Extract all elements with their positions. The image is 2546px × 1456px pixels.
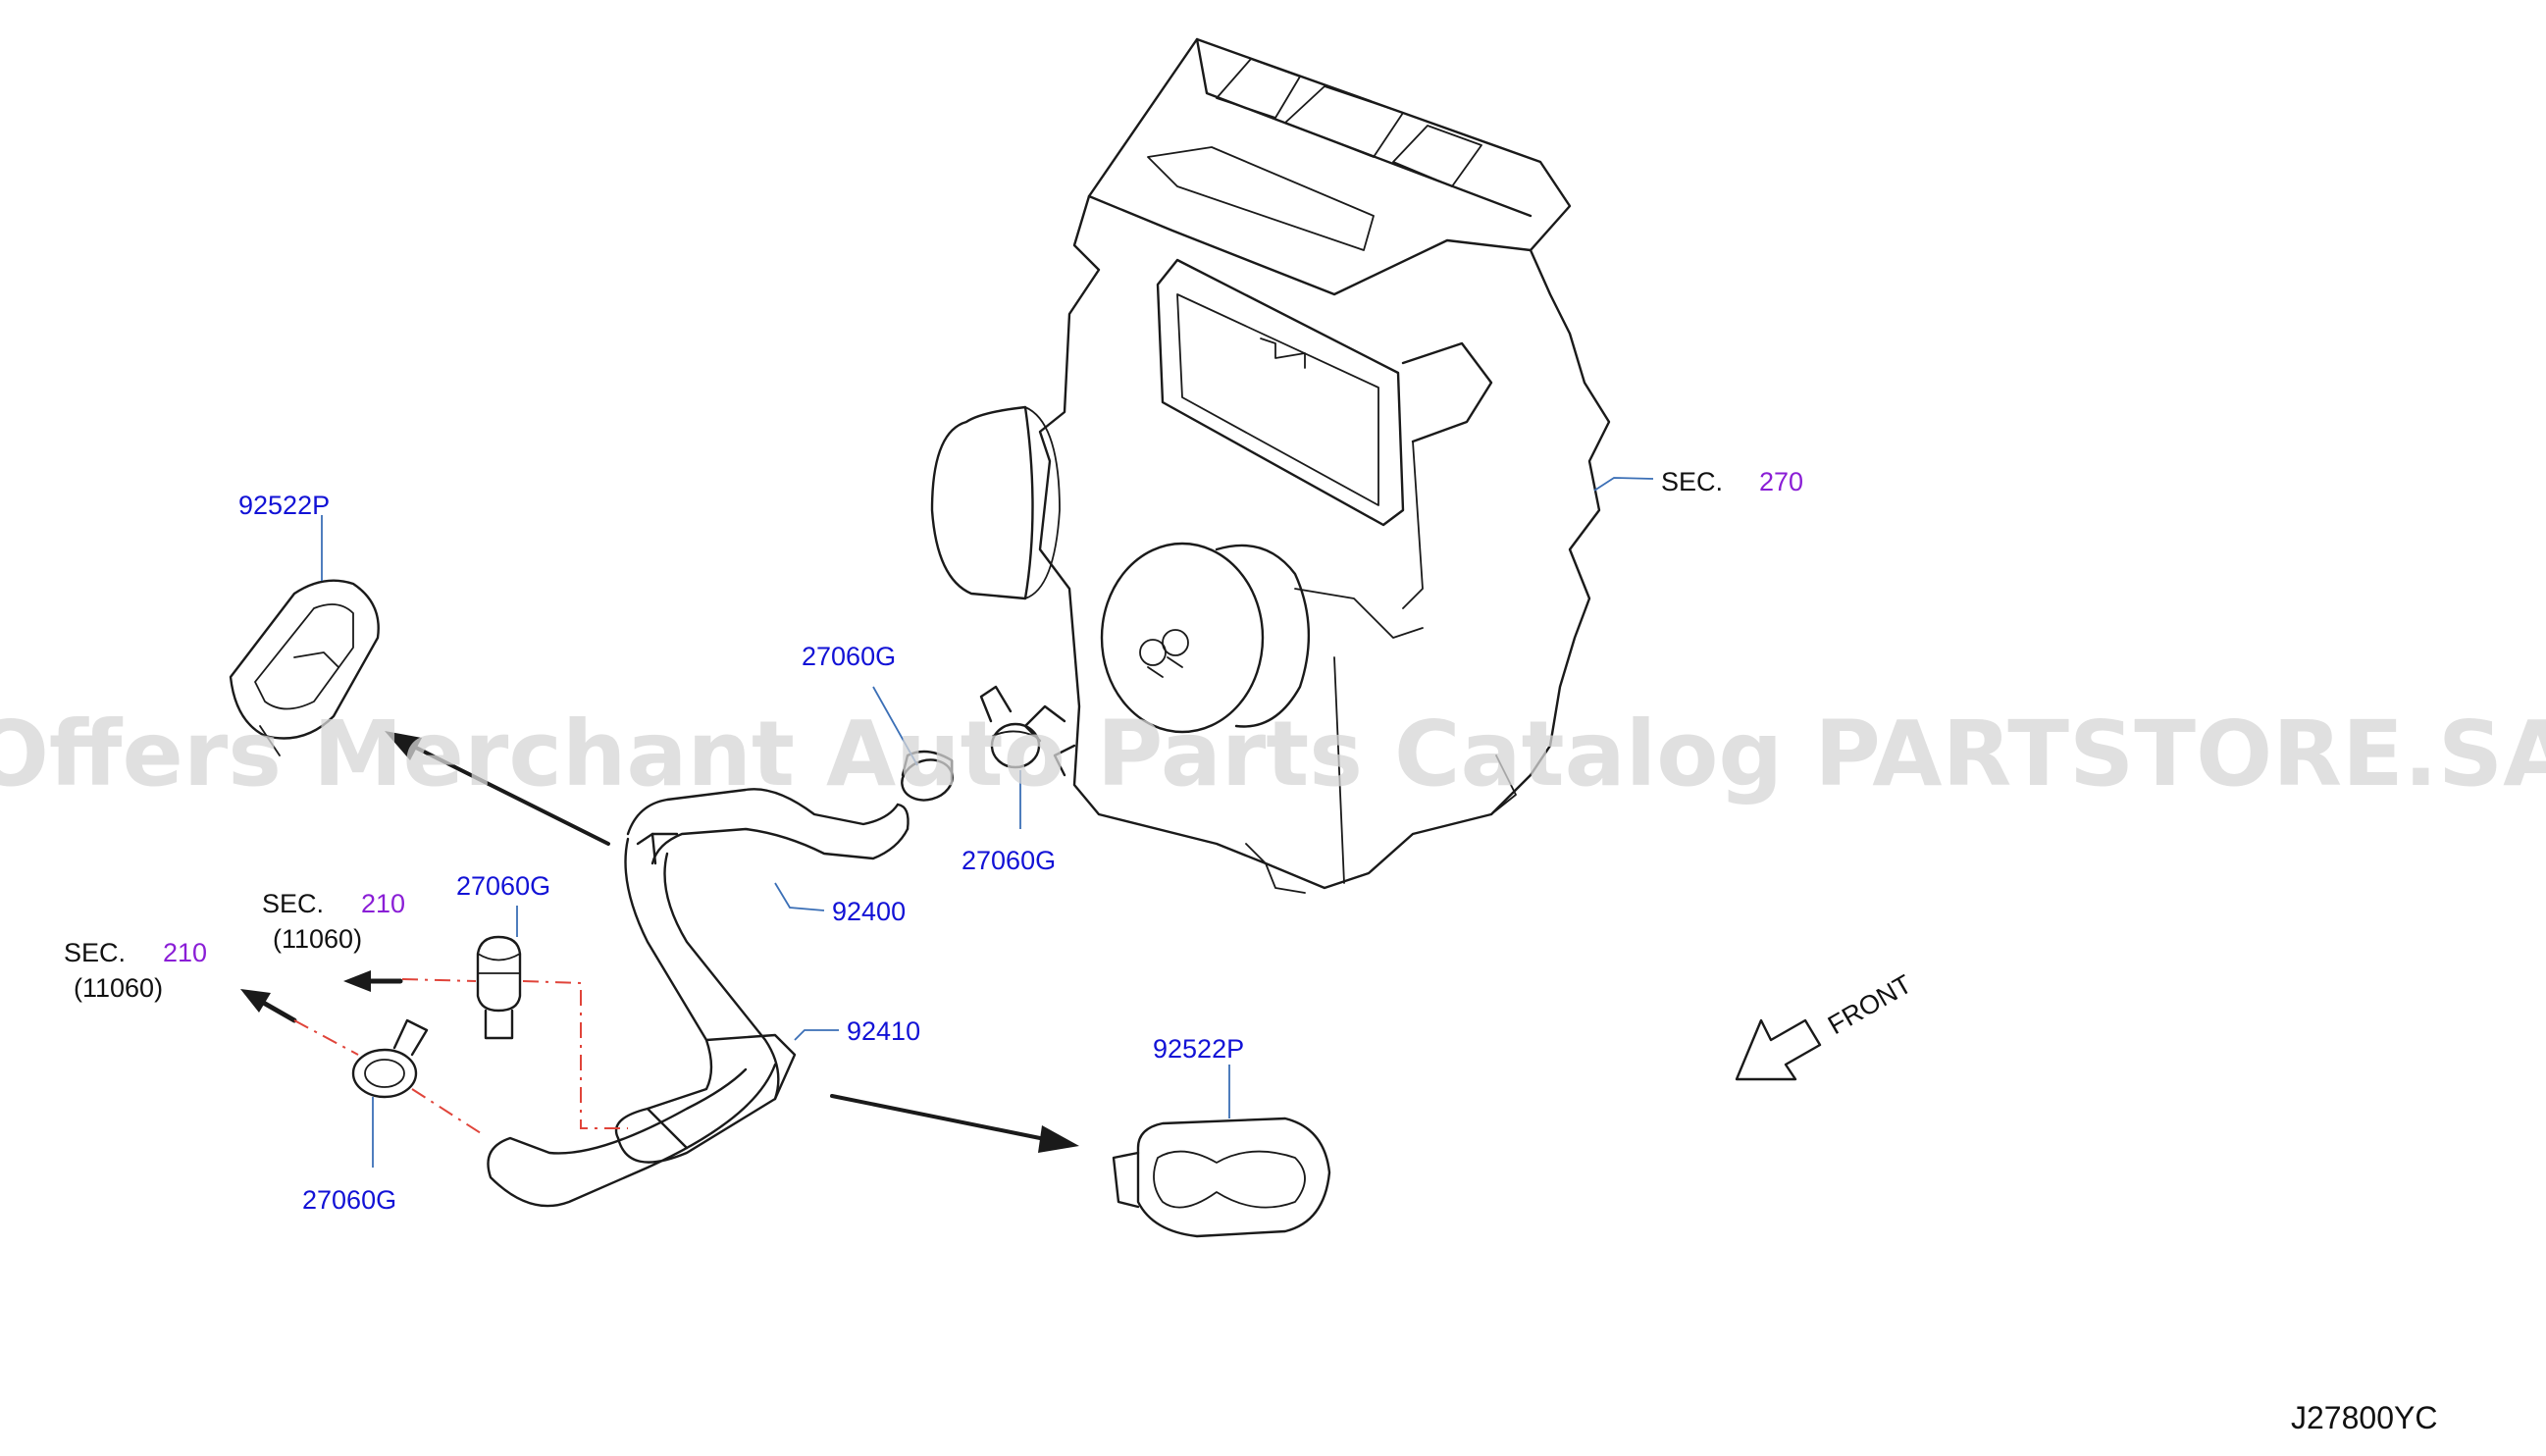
part-label-27060g-upper-left[interactable]: 27060G bbox=[802, 642, 896, 671]
diagram-code: J27800YC bbox=[2291, 1400, 2437, 1435]
hose-92400-illustration bbox=[626, 788, 909, 865]
clamp-upper-left bbox=[901, 750, 954, 802]
front-direction-arrow: FRONT bbox=[1735, 969, 1917, 1081]
sec-270-reference[interactable]: SEC. 270 bbox=[1661, 467, 1803, 496]
sec-number: 210 bbox=[361, 889, 405, 918]
grommet-bottom-illustration bbox=[1112, 1117, 1331, 1238]
clamp-lower bbox=[351, 1018, 429, 1099]
sec-prefix: SEC. bbox=[262, 889, 324, 918]
sec-number: 210 bbox=[163, 938, 207, 967]
part-label-27060g-mid[interactable]: 27060G bbox=[456, 871, 550, 901]
grommet-top-illustration bbox=[229, 579, 380, 756]
hose-92410-illustration bbox=[487, 837, 797, 1208]
part-label-92410[interactable]: 92410 bbox=[847, 1016, 920, 1046]
pointer-arrows bbox=[240, 731, 1079, 1153]
sec-prefix: SEC. bbox=[1661, 467, 1723, 496]
sec-sub-number: (11060) bbox=[74, 973, 163, 1003]
part-label-27060g-upper-right[interactable]: 27060G bbox=[961, 846, 1056, 875]
sec-number: 270 bbox=[1759, 467, 1803, 496]
sec-sub-number: (11060) bbox=[273, 924, 362, 954]
sec-prefix: SEC. bbox=[64, 938, 126, 967]
sec-210-reference-upper[interactable]: SEC. 210 (11060) bbox=[262, 889, 405, 954]
clamp-mid bbox=[476, 935, 522, 1040]
sec-210-reference-lower[interactable]: SEC. 210 (11060) bbox=[64, 938, 207, 1003]
leader-lines bbox=[321, 477, 1654, 1168]
part-label-92522p-bottom[interactable]: 92522P bbox=[1153, 1034, 1244, 1064]
clamp-upper-right bbox=[979, 685, 1041, 769]
front-label: FRONT bbox=[1823, 969, 1917, 1040]
part-label-92400[interactable]: 92400 bbox=[832, 897, 906, 926]
part-label-92522p-top[interactable]: 92522P bbox=[238, 491, 330, 520]
watermark-text: Offers Merchant Auto Parts Catalog PARTS… bbox=[0, 702, 2546, 806]
part-label-27060g-lower[interactable]: 27060G bbox=[302, 1185, 396, 1215]
heater-unit-illustration bbox=[930, 37, 1611, 894]
dashed-connection-lines bbox=[293, 978, 628, 1134]
